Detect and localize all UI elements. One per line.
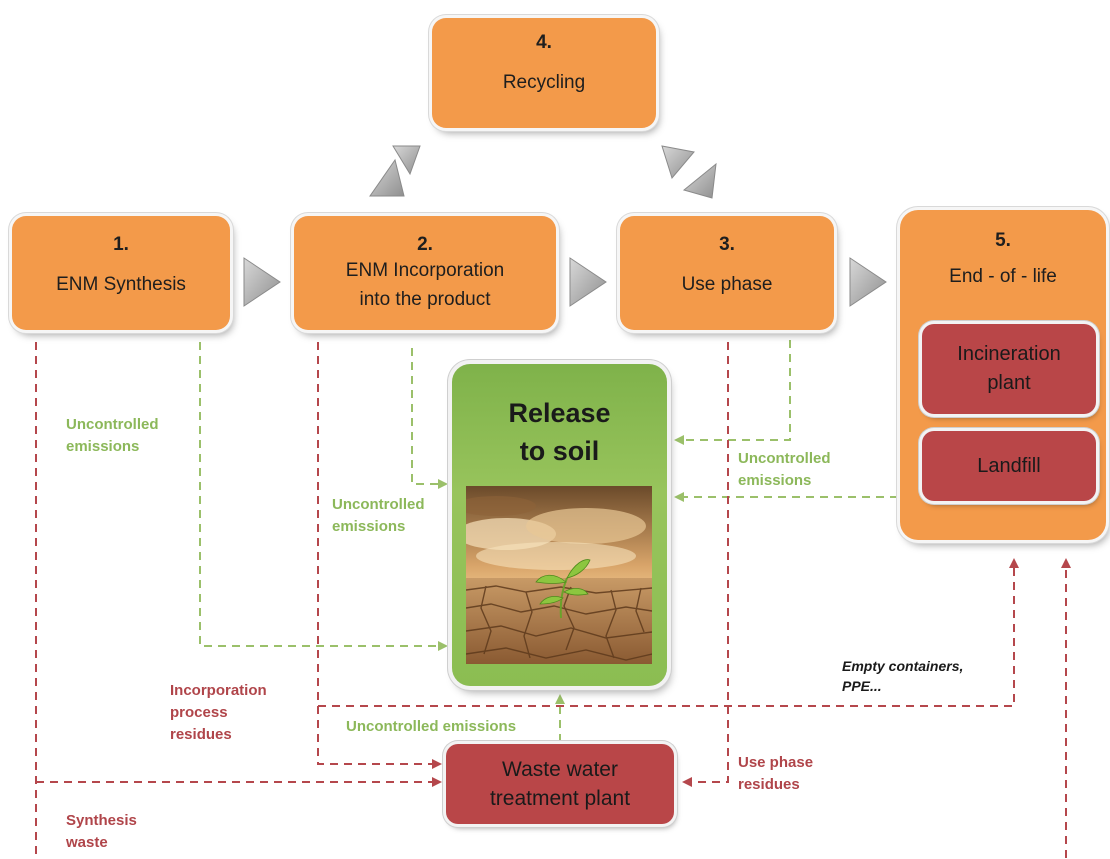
wwtp-line2: treatment plant xyxy=(489,787,631,810)
label-synthesis-waste-line1: Synthesis xyxy=(66,812,137,829)
label-use-phase-residues-line2: residues xyxy=(738,776,800,793)
label-empty-containers-line2: PPE... xyxy=(842,678,882,694)
label-uncontrolled-emissions-3: Uncontrolled emissions xyxy=(738,448,831,492)
red-waste-paths xyxy=(35,342,1071,858)
label-uncontrolled-2-line2: emissions xyxy=(332,518,406,535)
label-incorporation-residues-line1: Incorporation xyxy=(170,682,267,699)
incorporation-box: 2. ENM Incorporation into the product xyxy=(294,216,556,330)
label-use-phase-residues: Use phase residues xyxy=(738,752,813,796)
incorporation-label-line2: into the product xyxy=(359,289,491,310)
label-uncontrolled-1-line2: emissions xyxy=(66,438,140,455)
label-uncontrolled-3-line1: Uncontrolled xyxy=(738,450,831,467)
dry-soil-sprout-image xyxy=(466,486,652,664)
end-of-life-label: End - of - life xyxy=(949,266,1057,287)
release-to-soil-box: Release to soil xyxy=(452,364,667,686)
red-path-containers xyxy=(318,558,1019,707)
flow-arrows xyxy=(243,145,887,307)
label-incorporation-residues-line3: residues xyxy=(170,726,232,743)
label-incorporation-residues-line2: process xyxy=(170,704,228,721)
label-empty-containers: Empty containers, PPE... xyxy=(842,656,963,696)
arrow-recycle-right-down xyxy=(661,145,695,180)
arrow-1-to-2 xyxy=(243,257,281,307)
incineration-line1: Incineration xyxy=(957,343,1061,365)
release-title-line1: Release xyxy=(508,398,611,428)
label-synthesis-waste-line2: waste xyxy=(66,834,108,851)
label-incorporation-residues: Incorporation process residues xyxy=(170,680,267,746)
recycling-number: 4. xyxy=(536,32,552,53)
arrow-recycle-left-up xyxy=(392,145,421,176)
green-emission-paths xyxy=(199,340,898,742)
landfill-label: Landfill xyxy=(977,454,1041,477)
recycling-label: Recycling xyxy=(502,72,586,93)
green-path-synthesis xyxy=(199,342,448,651)
arrow-2-to-3 xyxy=(569,257,607,307)
label-uncontrolled-2-line1: Uncontrolled xyxy=(332,496,425,513)
label-synthesis-waste: Synthesis waste xyxy=(66,810,137,854)
label-uncontrolled-1-line1: Uncontrolled xyxy=(66,416,159,433)
incineration-line2: plant xyxy=(987,372,1031,394)
use-phase-label: Use phase xyxy=(681,274,773,295)
synthesis-label: ENM Synthesis xyxy=(56,274,186,295)
label-uncontrolled-3-line2: emissions xyxy=(738,472,812,489)
use-phase-number: 3. xyxy=(719,234,735,255)
end-of-life-number: 5. xyxy=(995,230,1011,251)
incorporation-number: 2. xyxy=(417,234,433,255)
label-uncontrolled-emissions-bottom: Uncontrolled emissions xyxy=(346,718,517,735)
label-use-phase-residues-line1: Use phase xyxy=(738,754,814,771)
label-uncontrolled-emissions-2: Uncontrolled emissions xyxy=(332,494,425,538)
red-path-use-phase-residues xyxy=(682,342,729,787)
incorporation-label-line1: ENM Incorporation xyxy=(345,260,505,281)
arrow-3-to-5 xyxy=(849,257,887,307)
landfill-box: Landfill xyxy=(922,431,1096,501)
incineration-plant-box: Incineration plant xyxy=(922,324,1096,414)
use-phase-box: 3. Use phase xyxy=(620,216,834,330)
label-uncontrolled-emissions-1: Uncontrolled emissions xyxy=(66,414,159,458)
release-title-line2: to soil xyxy=(519,436,600,466)
label-empty-containers-line1: Empty containers, xyxy=(842,658,964,674)
recycling-box: 4. Recycling xyxy=(432,18,656,128)
green-path-use-phase xyxy=(674,340,791,445)
release-title: Release to soil xyxy=(452,394,667,470)
waste-water-treatment-plant-box: Waste water treatment plant xyxy=(446,744,674,824)
green-path-incorporation xyxy=(411,348,448,489)
arrow-recycle-right-up xyxy=(682,162,717,199)
red-path-incorporation-residues xyxy=(317,342,442,769)
sprout-icon xyxy=(535,559,591,619)
wwtp-line1: Waste water xyxy=(502,758,618,781)
synthesis-number: 1. xyxy=(113,234,129,255)
synthesis-box: 1. ENM Synthesis xyxy=(12,216,230,330)
arrow-recycle-left-down xyxy=(369,158,405,197)
